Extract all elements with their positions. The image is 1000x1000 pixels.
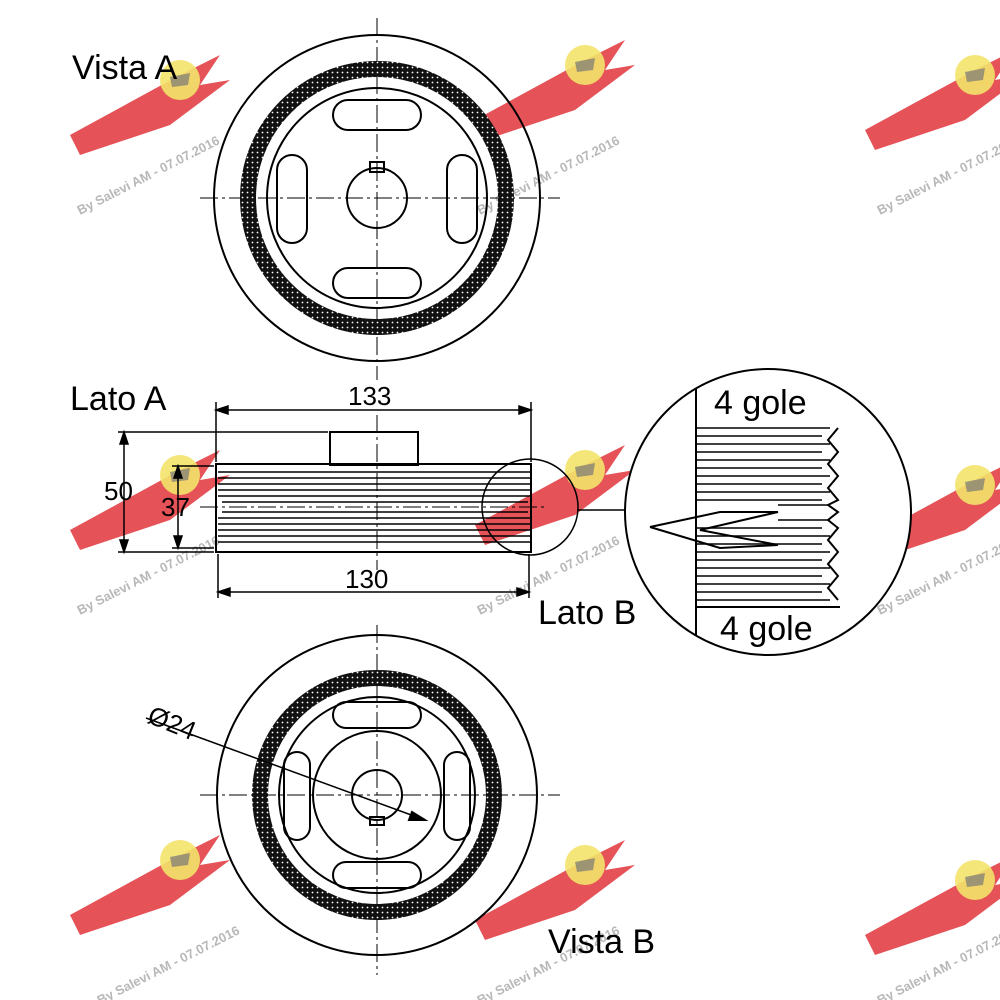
view-b-drawing [145,625,560,975]
view-a-label: Vista A [72,49,178,87]
groove-detail [624,368,912,656]
side-b-label: Lato B [538,594,636,632]
side-view-drawing [200,415,626,570]
watermark-logo [70,450,230,550]
bore-diameter-dimension: Ø24 [144,700,201,746]
side-a-label: Lato A [70,380,167,418]
view-a-drawing [200,18,560,380]
watermark-logo [70,835,230,935]
watermark-text: By Salevi AM - 07.07.2016 [875,133,1000,218]
groove-width-dimension: 37 [161,492,190,522]
total-width-dimension: 50 [104,476,133,506]
grooves-bottom-label: 4 gole [720,610,813,648]
groove-diameter-dimension: 130 [345,564,388,594]
dimension-lines [118,402,534,598]
view-b-label: Vista B [548,923,655,961]
watermark-text: By Salevi AM - 07.07.2016 [95,923,242,1000]
watermark-text: By Salevi AM - 07.07.2016 [75,533,222,618]
watermark-logo [865,50,1000,150]
outer-diameter-dimension: 133 [348,381,391,411]
grooves-top-label: 4 gole [714,384,807,422]
